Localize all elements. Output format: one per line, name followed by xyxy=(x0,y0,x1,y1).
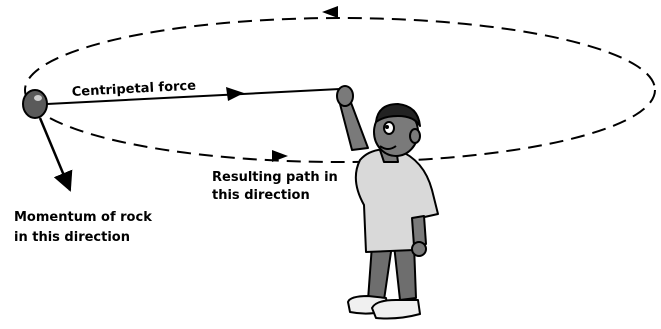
resulting-path-label-line2: this direction xyxy=(212,188,310,203)
momentum-arrow xyxy=(38,117,73,192)
eye xyxy=(383,121,395,135)
pupil xyxy=(385,125,389,129)
orbit-direction-arrow-bottom xyxy=(272,150,288,162)
centripetal-force-arrowhead xyxy=(226,87,244,101)
left-leg xyxy=(367,244,393,301)
person-figure xyxy=(336,85,439,320)
centripetal-force-label: Centripetal force xyxy=(71,78,196,99)
rock xyxy=(22,89,48,119)
string-line xyxy=(46,88,341,105)
momentum-label-line2: in this direction xyxy=(14,230,130,245)
orbit-direction-arrow-top xyxy=(322,6,338,18)
raised-arm xyxy=(339,99,369,151)
momentum-label-line1: Momentum of rock xyxy=(14,210,152,225)
right-shoe xyxy=(371,299,421,320)
lower-hand xyxy=(411,241,427,257)
hand xyxy=(336,85,354,107)
hair xyxy=(375,103,421,127)
orbit-path xyxy=(24,17,656,163)
ear xyxy=(409,128,421,144)
mouth xyxy=(379,145,397,150)
resulting-path-label-line1: Resulting path in xyxy=(212,170,338,185)
